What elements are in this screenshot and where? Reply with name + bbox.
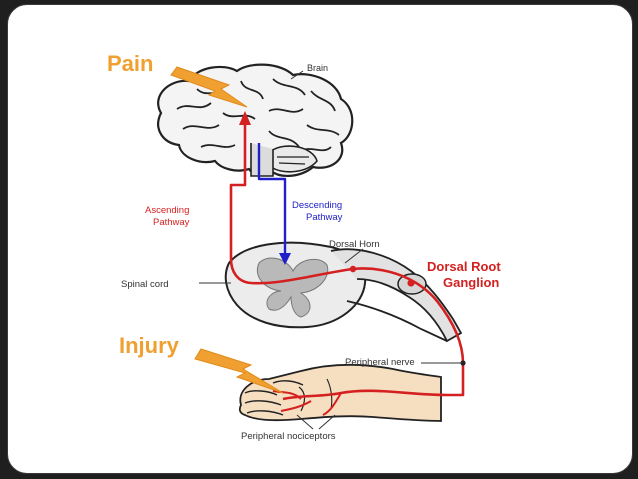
slide: Pain Brain Ascending Pathway Descending … bbox=[7, 4, 633, 474]
descending-pathway bbox=[257, 143, 291, 265]
leader-lines bbox=[199, 70, 463, 430]
ascending-pathway-label: Pathway bbox=[153, 217, 190, 228]
dorsal-horn-label: Dorsal Horn bbox=[329, 239, 380, 250]
dorsal-root-ganglion-label: Ganglion bbox=[443, 275, 499, 290]
brain-label: Brain bbox=[307, 63, 328, 73]
pain-pathway-diagram: Pain Brain Ascending Pathway Descending … bbox=[107, 51, 501, 442]
lightning-bolt-icon bbox=[194, 348, 284, 394]
spinal-cord-label: Spinal cord bbox=[121, 279, 169, 290]
ascending-pathway bbox=[229, 111, 466, 416]
lightning-bolt-icon bbox=[170, 66, 248, 108]
dorsal-root-ganglion-label: Dorsal Root bbox=[427, 259, 501, 274]
ascending-pathway-label: Ascending bbox=[145, 205, 189, 216]
descending-pathway-label: Pathway bbox=[306, 212, 343, 223]
peripheral-nerve-label: Peripheral nerve bbox=[345, 357, 415, 368]
descending-pathway-label: Descending bbox=[292, 200, 342, 211]
injury-label: Injury bbox=[119, 333, 180, 358]
pain-label: Pain bbox=[107, 51, 153, 76]
spinal-cord-illustration bbox=[224, 241, 463, 343]
peripheral-nociceptors-label: Peripheral nociceptors bbox=[241, 431, 336, 442]
brain-illustration bbox=[157, 63, 354, 177]
